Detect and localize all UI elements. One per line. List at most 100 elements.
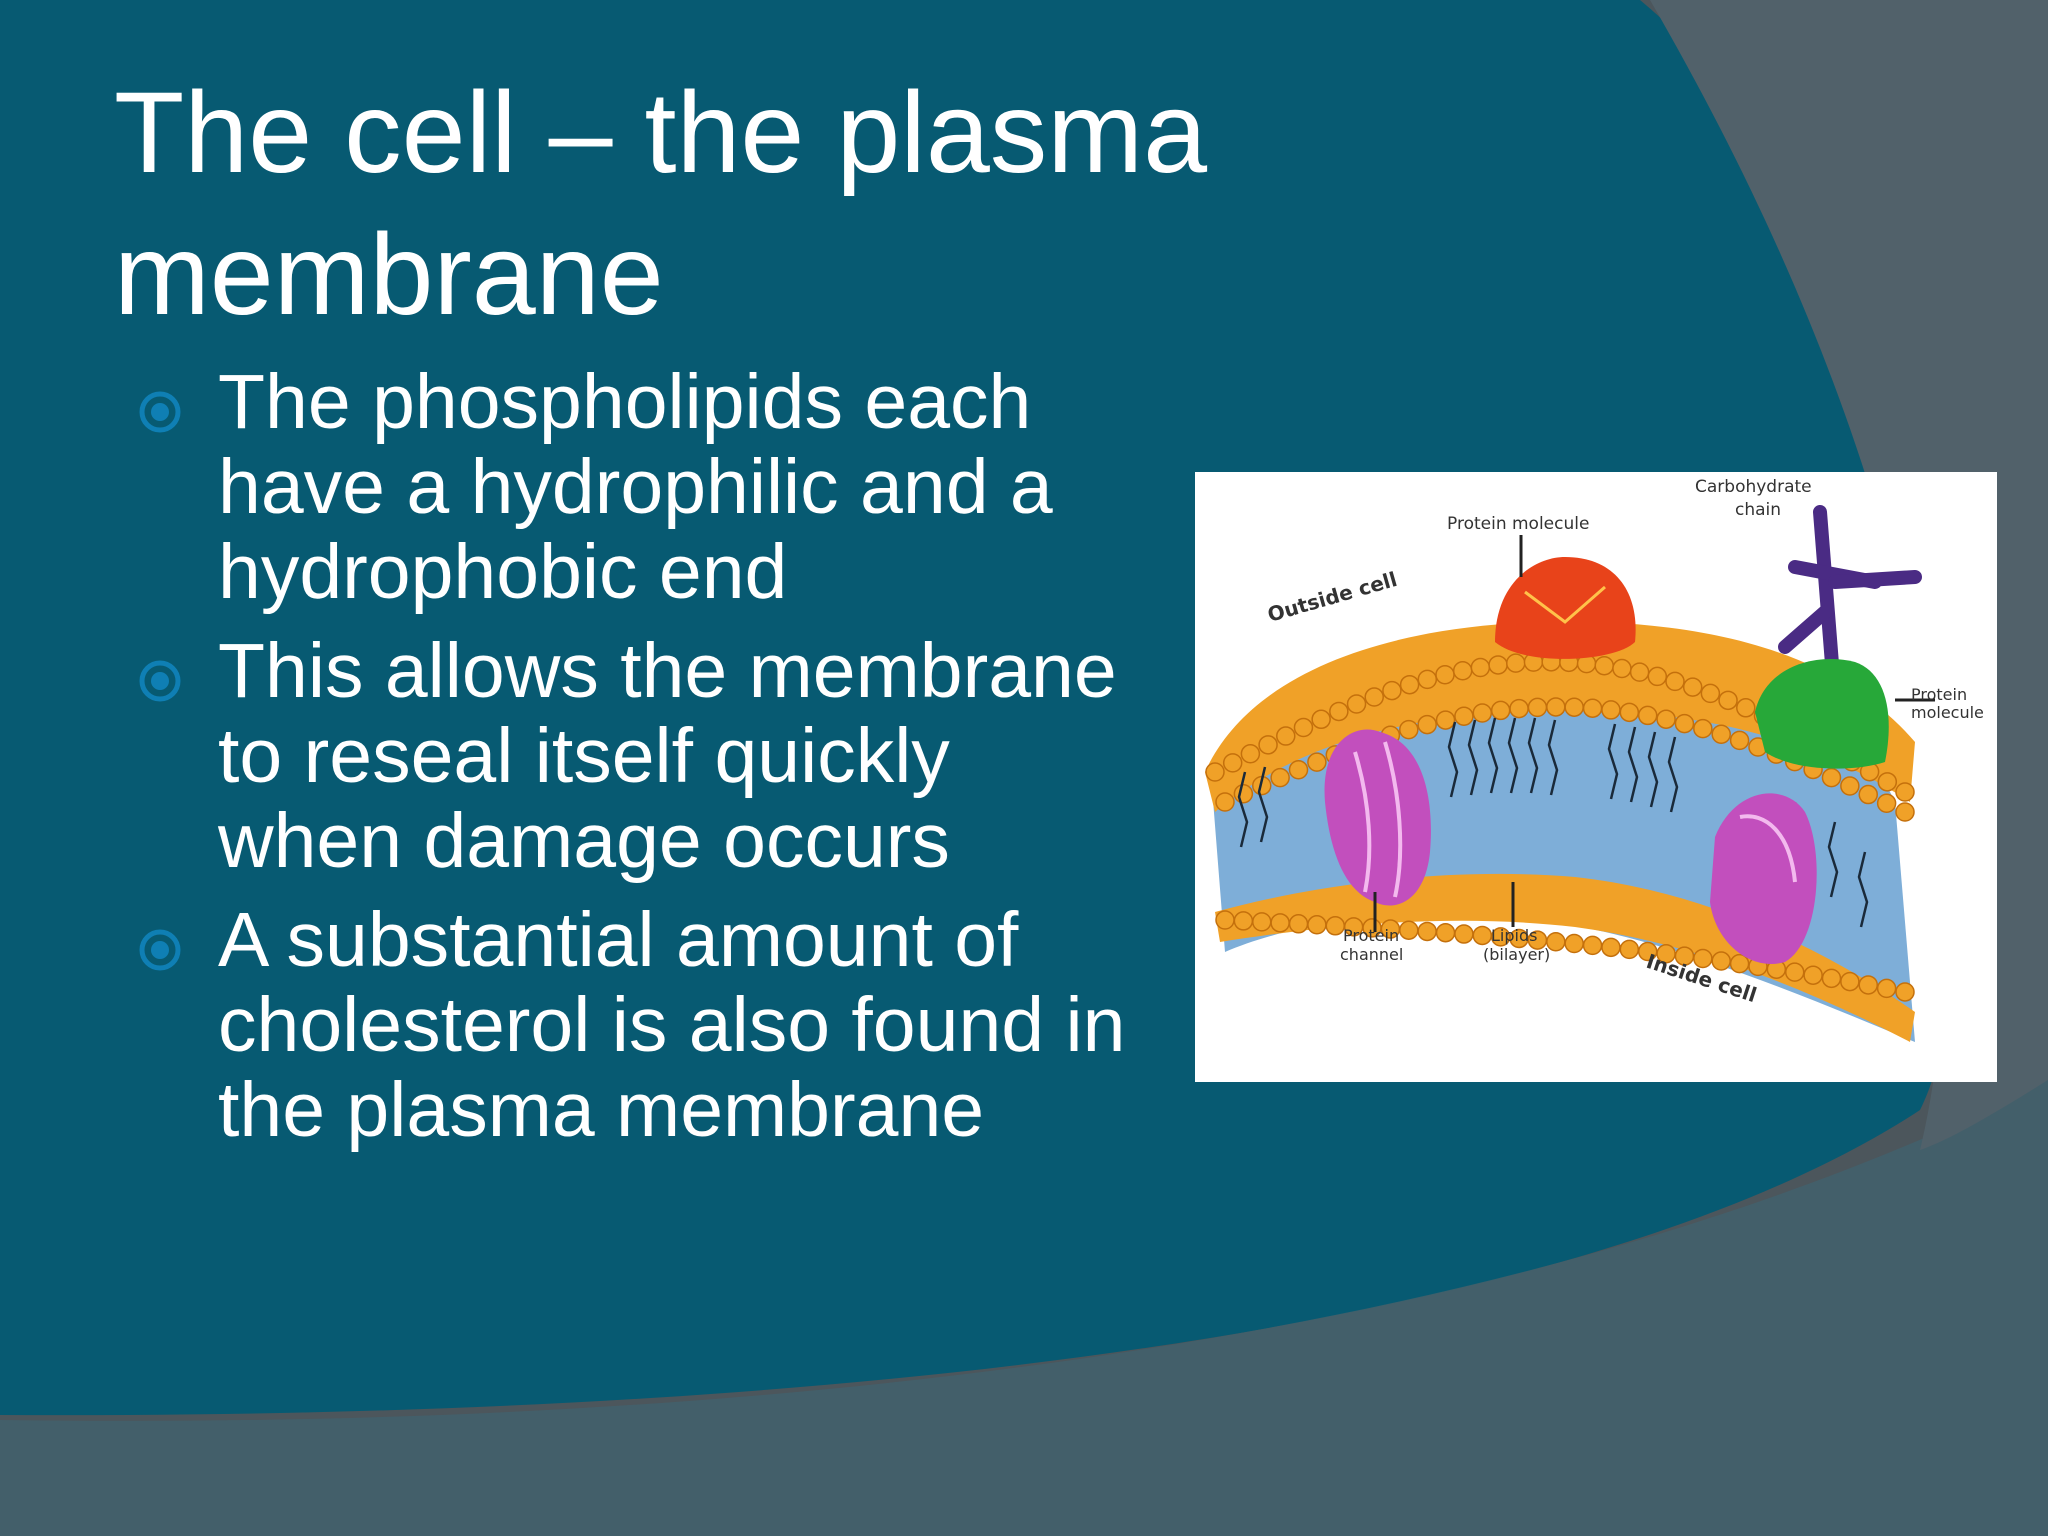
protein-molecule-lower bbox=[1710, 793, 1817, 964]
lipid-head bbox=[1435, 710, 1456, 730]
protein-channel bbox=[1324, 729, 1431, 906]
lipid-head bbox=[1647, 666, 1668, 687]
lipid-head bbox=[1876, 793, 1897, 813]
bullet-item: A substantial amount of cholesterol is a… bbox=[134, 898, 1154, 1153]
lipid-head bbox=[1382, 680, 1402, 701]
lipid-head bbox=[1454, 706, 1474, 726]
protein-highlight bbox=[1524, 585, 1606, 624]
lipid-head bbox=[1876, 978, 1897, 999]
bullet-item: The phospholipids each have a hydrophili… bbox=[134, 360, 1154, 615]
lipid-head bbox=[1270, 913, 1290, 933]
outer-lipid-layer bbox=[1205, 621, 1915, 812]
lipid-head bbox=[1564, 697, 1584, 717]
lipid-head bbox=[1527, 697, 1548, 718]
lipid-head bbox=[1215, 792, 1235, 812]
lipid-head bbox=[1490, 700, 1511, 721]
label-outside-cell: Outside cell bbox=[1265, 567, 1400, 627]
lipid-head bbox=[1205, 762, 1225, 782]
lipid-head bbox=[1858, 784, 1878, 805]
lipid-head bbox=[1417, 714, 1437, 735]
lipid-head bbox=[1601, 937, 1621, 958]
lipid-head bbox=[1399, 674, 1420, 695]
lipid-head bbox=[1329, 701, 1349, 722]
bullet-list: The phospholipids each have a hydrophili… bbox=[134, 360, 1154, 1167]
lipid-head bbox=[1637, 705, 1658, 726]
label-pointers bbox=[1373, 535, 1935, 932]
lipid-head bbox=[1803, 965, 1823, 985]
lipid-head bbox=[1877, 772, 1898, 792]
lipid-head bbox=[1307, 915, 1327, 935]
lipid-head bbox=[1564, 933, 1584, 954]
label-carbohydrate-line2: chain bbox=[1735, 500, 1781, 520]
lipid-head bbox=[1470, 657, 1491, 678]
lipid-head bbox=[1546, 697, 1566, 717]
lipid-head bbox=[1509, 698, 1529, 719]
lipid-head bbox=[1711, 724, 1731, 744]
lipid-head bbox=[1858, 975, 1878, 995]
lipid-head bbox=[1594, 655, 1614, 676]
lipid-head bbox=[1293, 717, 1314, 738]
inner-lipid-layer bbox=[1215, 873, 1915, 1042]
protein-highlight-lower bbox=[1739, 814, 1797, 883]
lipid-head bbox=[1895, 982, 1915, 1002]
lipid-head bbox=[1840, 776, 1860, 796]
label-lipids-line2: (bilayer) bbox=[1483, 945, 1550, 964]
lipid-head bbox=[1233, 784, 1254, 804]
lipid-head bbox=[1222, 753, 1243, 773]
lipid-head bbox=[1472, 925, 1493, 946]
orange-protein-molecule bbox=[1495, 557, 1636, 659]
lipid-head bbox=[1821, 767, 1842, 788]
lipid-head bbox=[1364, 687, 1384, 707]
lipid-head bbox=[1399, 719, 1419, 740]
lipid-head bbox=[1346, 694, 1367, 714]
lipid-head bbox=[1288, 760, 1309, 780]
label-protein-molecule-top: Protein molecule bbox=[1447, 514, 1589, 534]
green-protein-molecule bbox=[1755, 659, 1889, 769]
lipid-head bbox=[1325, 916, 1346, 936]
lipid-head bbox=[1821, 968, 1842, 989]
lipid-head bbox=[1252, 912, 1272, 932]
lipid-head bbox=[1895, 782, 1915, 802]
lipid-head bbox=[1729, 730, 1750, 751]
label-channel-line2: channel bbox=[1340, 945, 1403, 964]
lipid-head bbox=[1276, 726, 1296, 746]
lipid-head bbox=[1784, 962, 1805, 982]
lipid-head bbox=[1215, 910, 1235, 930]
lipid-head bbox=[1711, 951, 1731, 971]
label-protein-right-line1: Protein bbox=[1911, 685, 1967, 704]
circle-bullet-icon bbox=[139, 929, 181, 971]
bullet-text: The phospholipids each have a hydrophili… bbox=[218, 359, 1053, 615]
channel-highlight bbox=[1353, 741, 1403, 898]
circle-bullet-icon bbox=[139, 391, 181, 433]
lipid-head bbox=[1582, 698, 1603, 718]
lipid-head bbox=[1718, 690, 1738, 711]
lipid-head bbox=[1612, 658, 1632, 679]
lipid-head bbox=[1736, 698, 1756, 718]
bullet-text: This allows the membrane to reseal itsel… bbox=[218, 628, 1117, 884]
lipid-head bbox=[1452, 661, 1473, 681]
circle-bullet-icon bbox=[139, 660, 181, 702]
lipid-head bbox=[1619, 702, 1640, 723]
lipid-head bbox=[1472, 703, 1493, 723]
lipid-head bbox=[1506, 653, 1526, 673]
lipid-head bbox=[1399, 920, 1419, 940]
lipid-head bbox=[1258, 735, 1278, 755]
lipid-head bbox=[1233, 911, 1254, 931]
bullet-item: This allows the membrane to reseal itsel… bbox=[134, 629, 1154, 884]
lipid-head bbox=[1601, 700, 1621, 720]
lipid-head bbox=[1454, 924, 1474, 944]
lipid-head bbox=[1435, 922, 1456, 943]
lipid-head bbox=[1665, 671, 1685, 692]
label-channel-line1: Protein bbox=[1343, 926, 1399, 945]
outer-lipid-heads bbox=[1205, 652, 1915, 822]
lipid-head bbox=[1700, 683, 1721, 704]
lipid-head bbox=[1656, 709, 1676, 729]
lipid-head bbox=[1682, 677, 1703, 697]
lipid-head bbox=[1729, 953, 1750, 974]
lipid-head bbox=[1693, 718, 1713, 739]
label-lipids-line1: Lipids bbox=[1491, 926, 1537, 945]
lipid-head bbox=[1629, 662, 1650, 682]
lipid-head bbox=[1674, 713, 1695, 734]
lipid-head bbox=[1488, 655, 1508, 675]
lipid-head bbox=[1619, 939, 1640, 960]
